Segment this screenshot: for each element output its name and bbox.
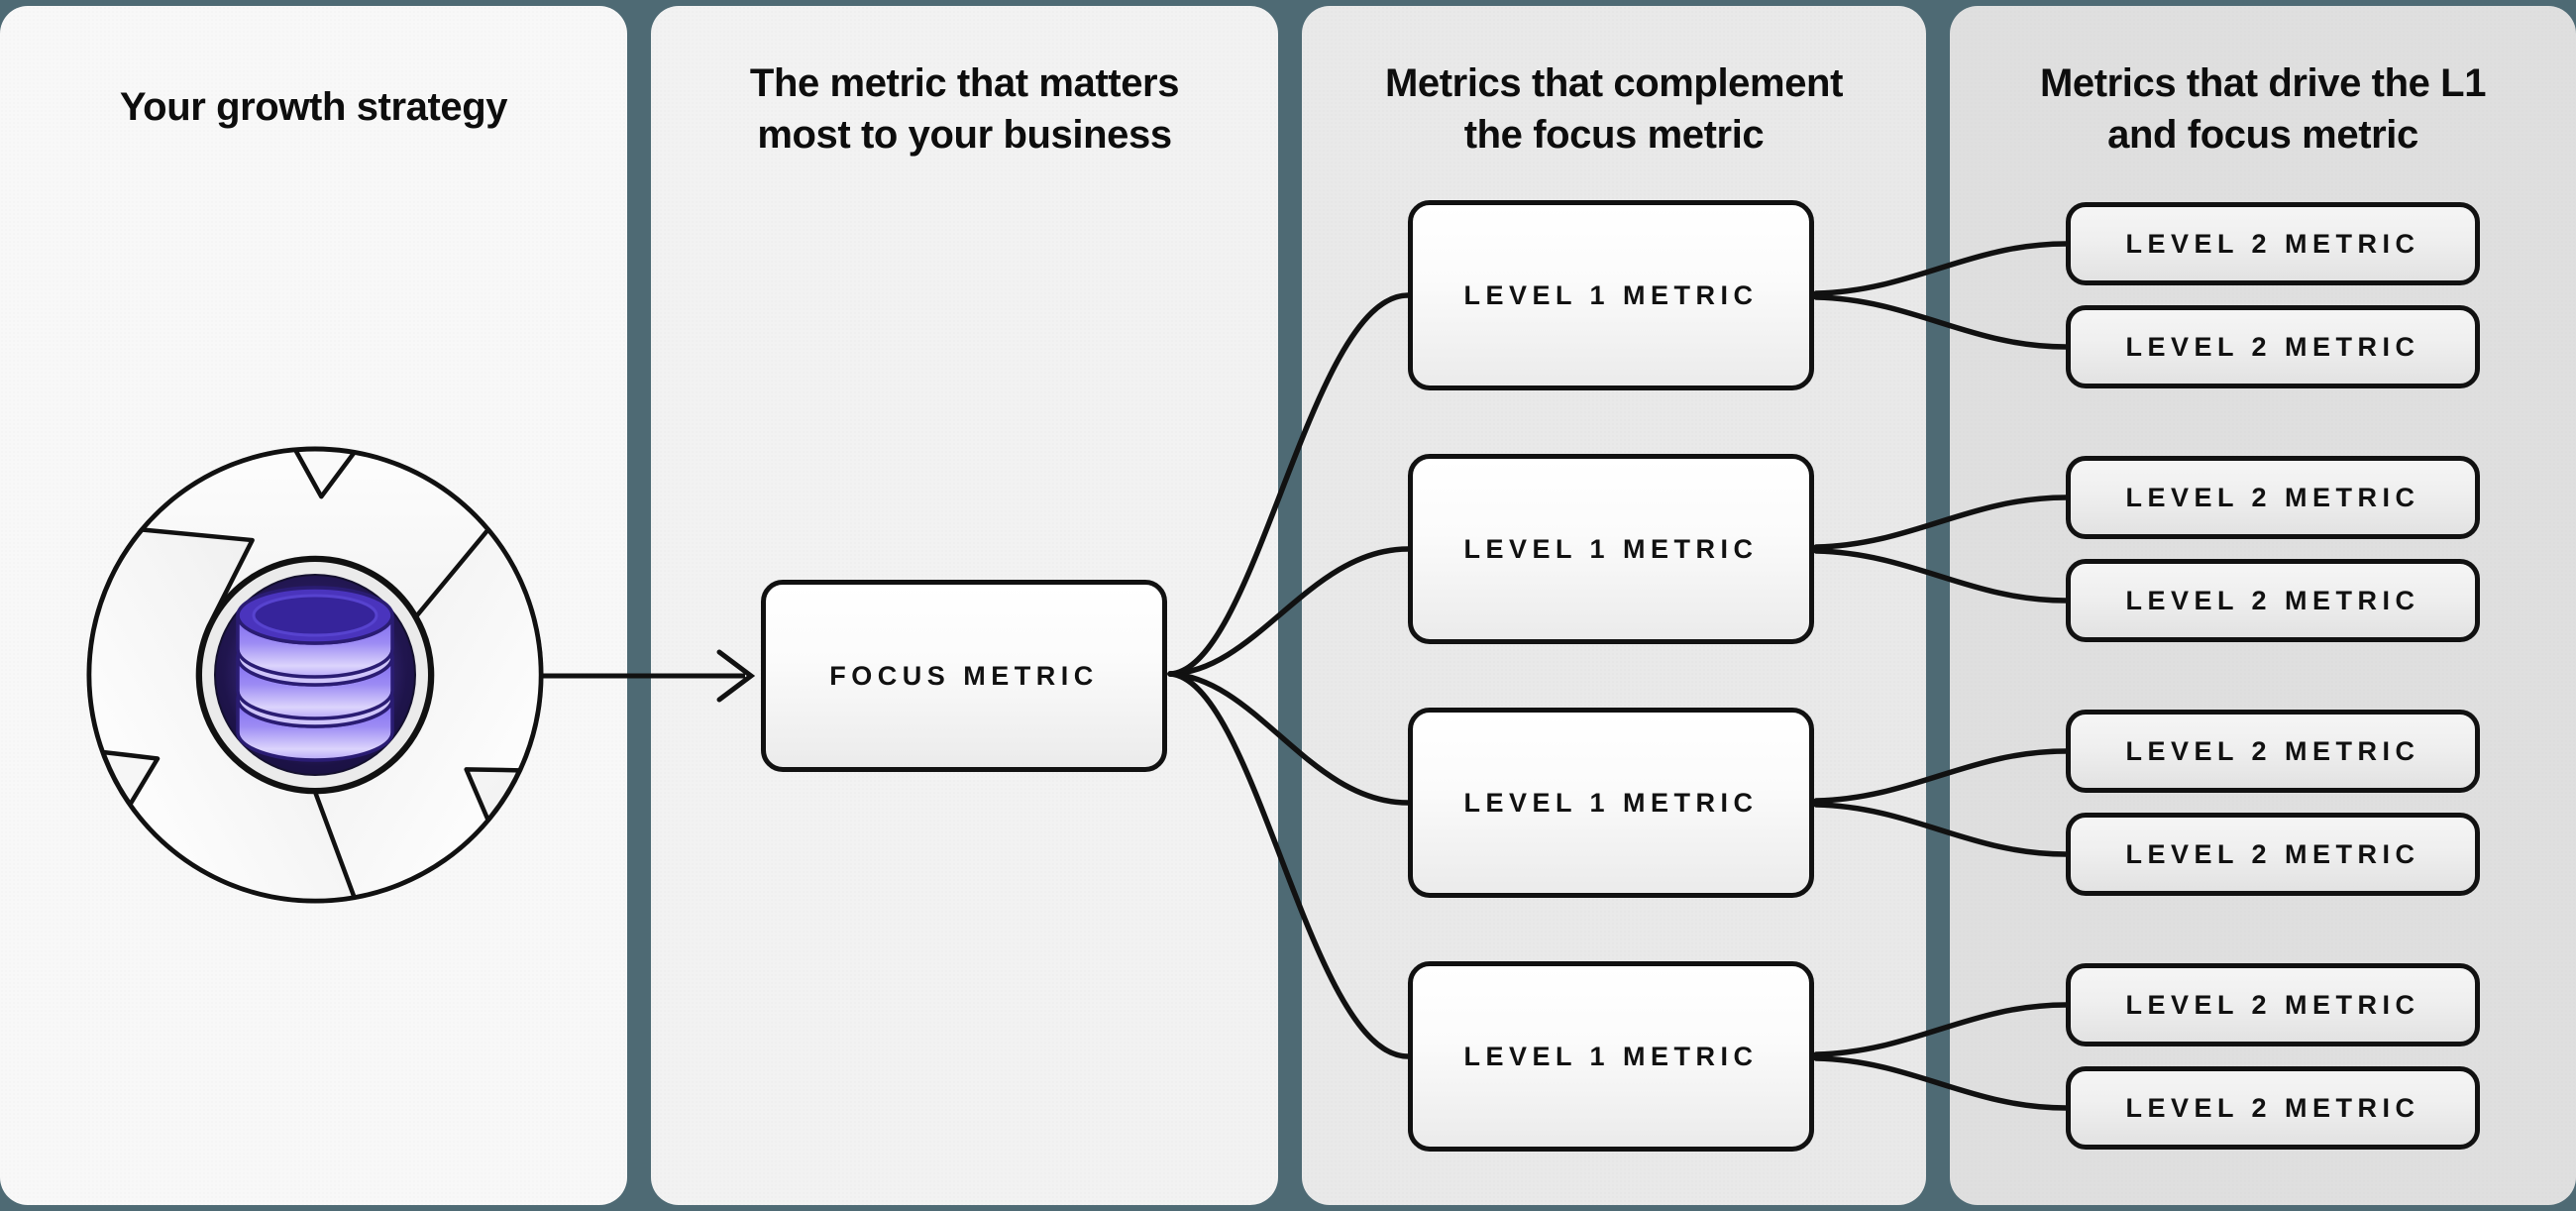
- l1-metric-node-2: LEVEL 1 METRIC: [1408, 454, 1814, 644]
- l1-metric-label: LEVEL 1 METRIC: [1463, 533, 1759, 564]
- l2-metric-node-8: LEVEL 2 METRIC: [2066, 1066, 2480, 1150]
- l2-metric-label: LEVEL 2 METRIC: [2125, 989, 2420, 1020]
- l2-metric-node-3: LEVEL 2 METRIC: [2066, 456, 2480, 539]
- l2-metric-node-2: LEVEL 2 METRIC: [2066, 305, 2480, 388]
- l2-metric-label: LEVEL 2 METRIC: [2125, 1092, 2420, 1123]
- focus-metric-node: FOCUS METRIC: [761, 580, 1167, 772]
- panel-title-focus-metric: The metric that matters most to your bus…: [749, 61, 1180, 157]
- l1-metric-node-3: LEVEL 1 METRIC: [1408, 708, 1814, 898]
- panel-growth-strategy: Your growth strategy: [0, 6, 627, 1205]
- l2-metric-label: LEVEL 2 METRIC: [2125, 735, 2420, 766]
- l1-metric-node-4: LEVEL 1 METRIC: [1408, 961, 1814, 1152]
- focus-metric-label: FOCUS METRIC: [829, 660, 1099, 691]
- l1-metric-label: LEVEL 1 METRIC: [1463, 1041, 1759, 1071]
- l2-metric-label: LEVEL 2 METRIC: [2125, 331, 2420, 362]
- l1-metric-label: LEVEL 1 METRIC: [1463, 787, 1759, 818]
- l2-metric-label: LEVEL 2 METRIC: [2125, 482, 2420, 512]
- l1-metric-label: LEVEL 1 METRIC: [1463, 279, 1759, 310]
- l2-metric-label: LEVEL 2 METRIC: [2125, 585, 2420, 615]
- l2-metric-node-5: LEVEL 2 METRIC: [2066, 710, 2480, 793]
- l2-metric-node-7: LEVEL 2 METRIC: [2066, 963, 2480, 1046]
- panel-title-level1-metrics: Metrics that complement the focus metric: [1384, 61, 1843, 157]
- l2-metric-label: LEVEL 2 METRIC: [2125, 838, 2420, 869]
- panel-title-growth-strategy: Your growth strategy: [119, 85, 508, 129]
- l2-metric-node-1: LEVEL 2 METRIC: [2066, 202, 2480, 285]
- l2-metric-node-6: LEVEL 2 METRIC: [2066, 813, 2480, 896]
- l2-metric-label: LEVEL 2 METRIC: [2125, 228, 2420, 259]
- l2-metric-node-4: LEVEL 2 METRIC: [2066, 559, 2480, 642]
- panel-title-level2-metrics: Metrics that drive the L1 and focus metr…: [2039, 61, 2487, 157]
- l1-metric-node-1: LEVEL 1 METRIC: [1408, 200, 1814, 390]
